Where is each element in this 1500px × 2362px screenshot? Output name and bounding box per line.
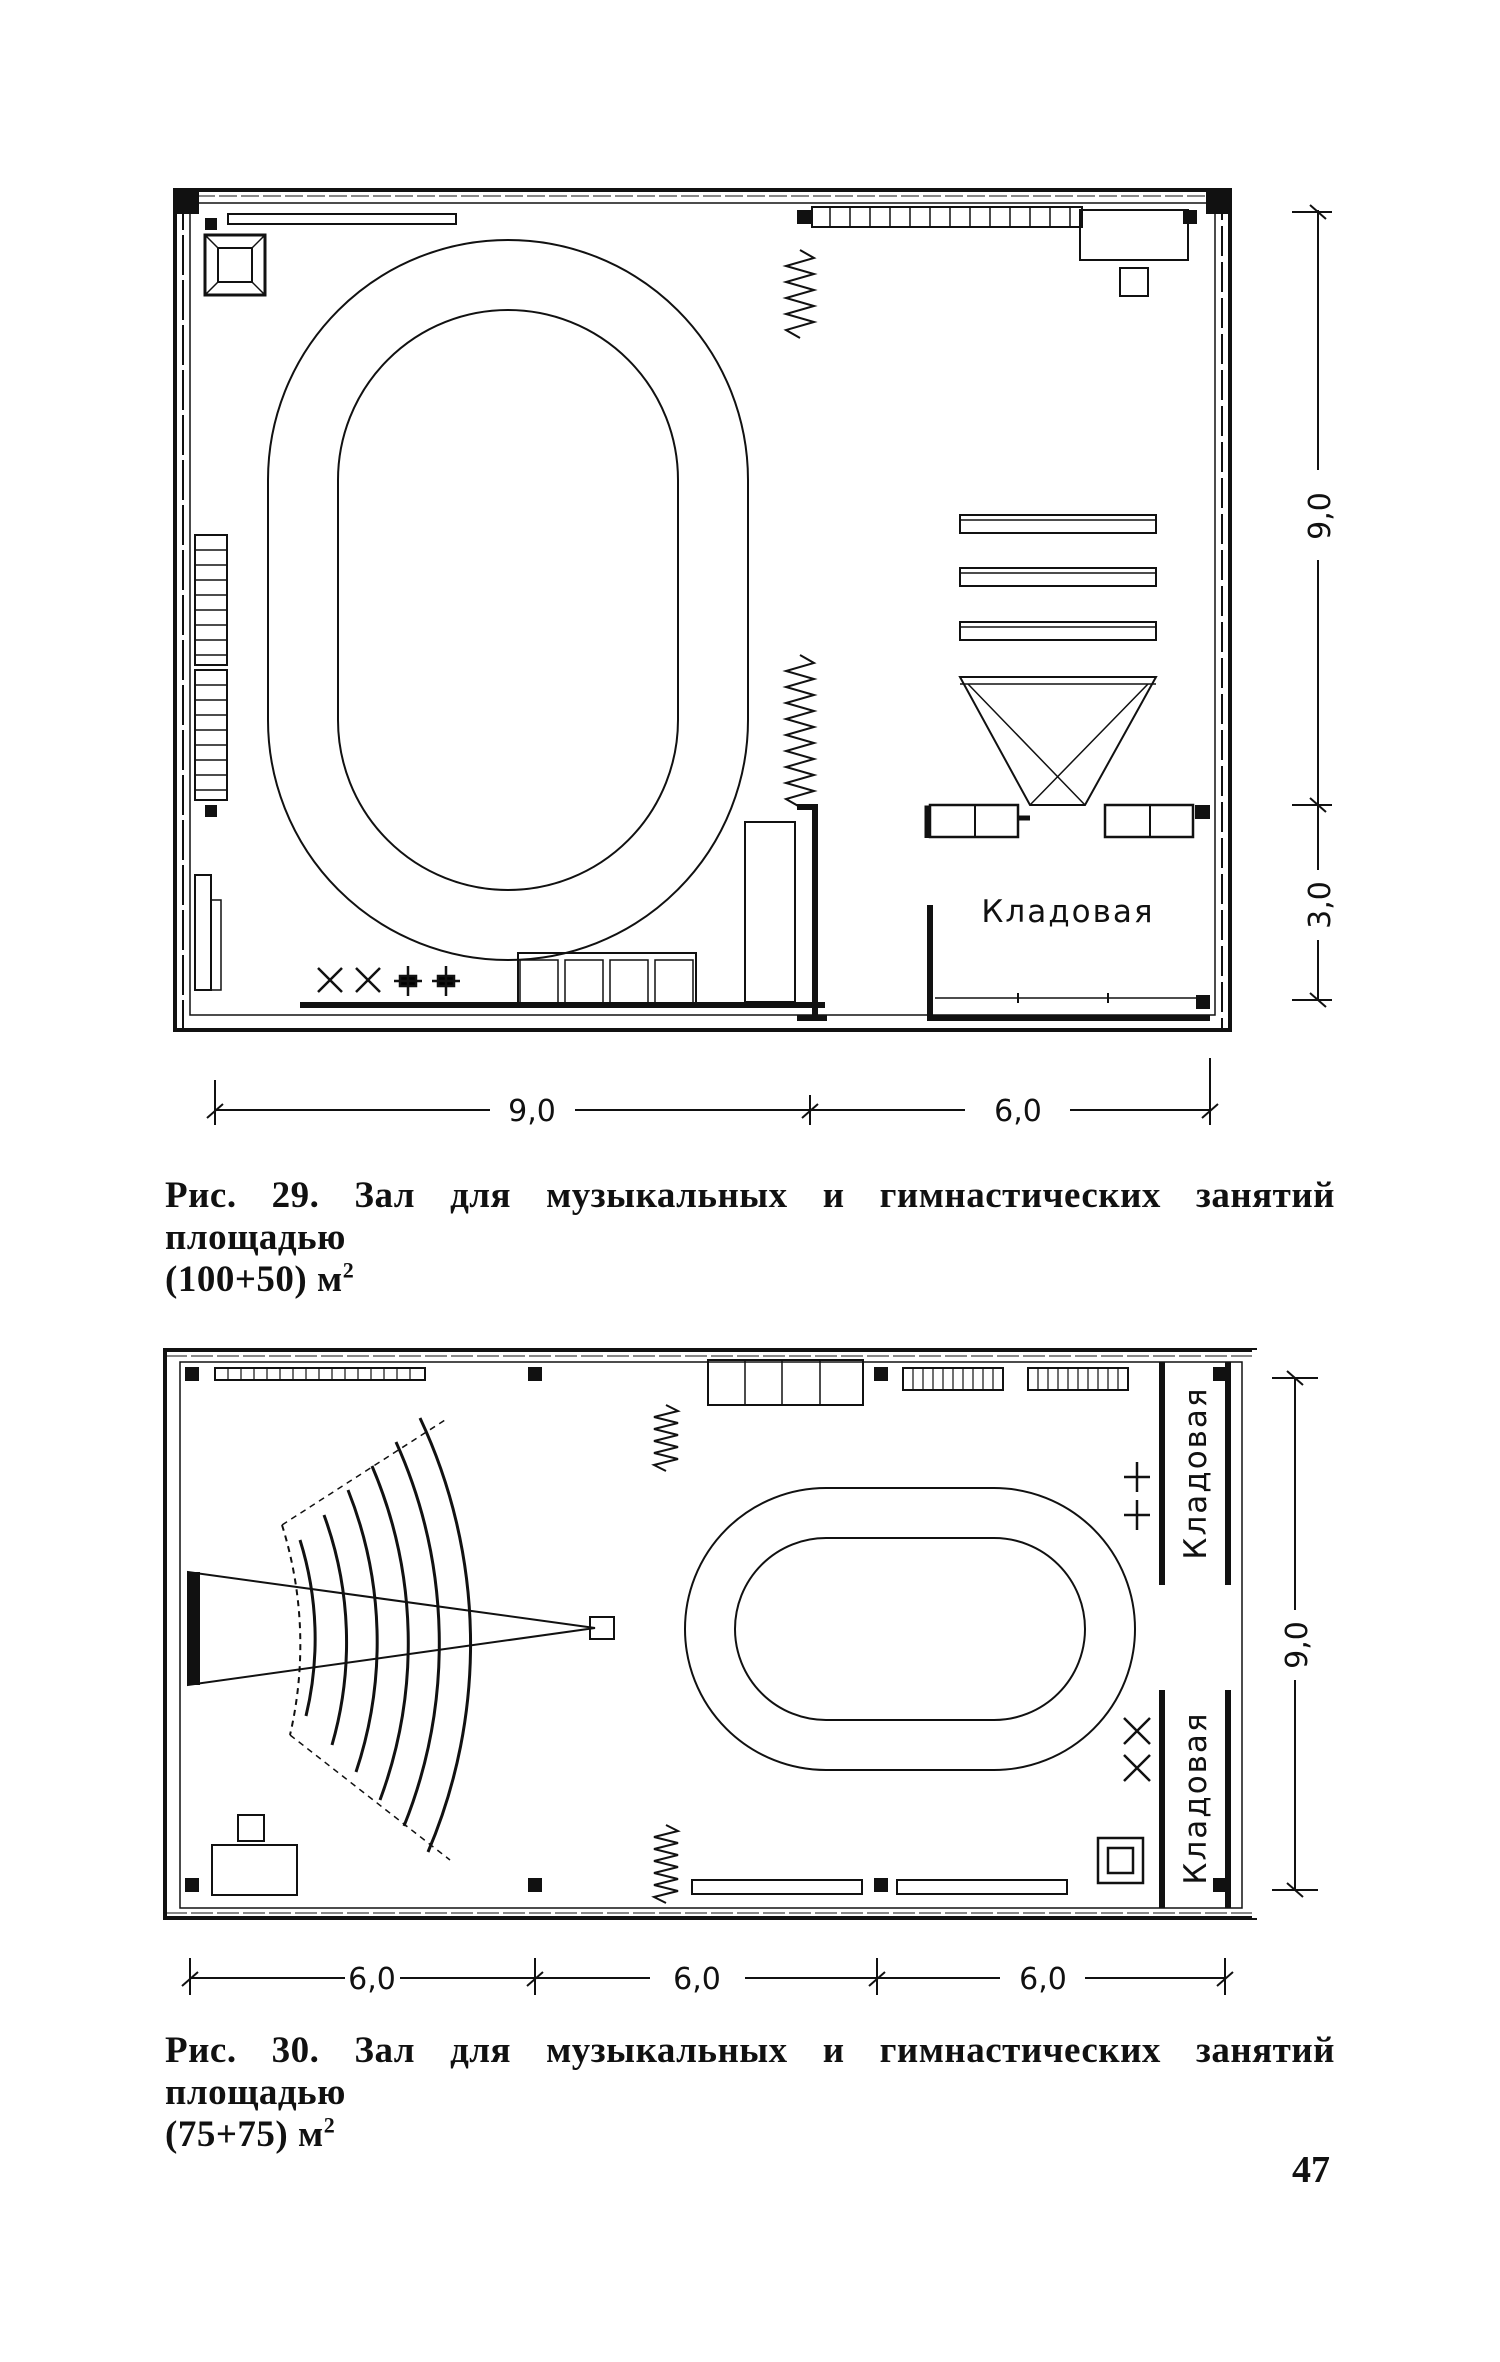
fig29-storage-label: Кладовая: [981, 894, 1154, 930]
fig30-dim-bottom-3: 6,0: [1019, 1962, 1067, 1997]
fig29-outer-walls: [173, 188, 1232, 1032]
fig29-corners: [175, 190, 1230, 1009]
fig30-dimension-bottom: [181, 1958, 1234, 1995]
fig29-doorway: [797, 804, 827, 1021]
fig30-dim-bottom-2: 6,0: [673, 1962, 721, 1997]
fig29-hoops-marks: [317, 966, 460, 996]
fig30-audience-seating: [187, 1417, 615, 1861]
fig29-spring-partition: [782, 249, 818, 808]
fig29-running-track: [267, 239, 749, 961]
fig29-cabinet-bottom: [517, 952, 697, 1004]
fig30-storage-label-bottom: Кладовая: [1178, 1711, 1214, 1884]
fig30-dim-right: 9,0: [1280, 1621, 1315, 1669]
figure-29-floor-plan: Кладовая 9,0 3,0 9,0 6,0: [173, 188, 1338, 1129]
fig29-storage-partition: [924, 803, 1209, 839]
figure-29-caption-sup: 2: [342, 1257, 355, 1283]
fig30-pillars: [185, 1367, 1227, 1892]
fig29-storage-room: [927, 905, 1210, 1021]
figure-29-caption-line1: Рис. 29. Зал для музыкальных и гимнастич…: [165, 1175, 1335, 1258]
fig30-storage-label-top: Кладовая: [1178, 1386, 1214, 1559]
fig29-dim-right-bottom: 3,0: [1303, 881, 1338, 929]
fig29-bench-top: [227, 213, 457, 225]
fig29-wardrobe: [744, 821, 796, 1003]
fig30-spring-partition: [651, 1404, 681, 1904]
figure-29-caption: Рис. 29. Зал для музыкальных и гимнастич…: [165, 1175, 1335, 1301]
fig30-storage-rooms: [1159, 1362, 1231, 1908]
fig29-stage-trapezoid: [958, 676, 1158, 806]
fig29-dim-bottom-right: 6,0: [994, 1094, 1042, 1129]
fig29-benches-right: [959, 514, 1157, 641]
fig30-wall-bars-top-left: [214, 1367, 426, 1381]
fig30-outer-walls: [163, 1348, 1258, 1920]
fig30-hoops-marks: [1123, 1462, 1151, 1782]
figure-30-caption: Рис. 30. Зал для музыкальных и гимнастич…: [165, 2030, 1335, 2156]
fig29-dimension-bottom: [206, 1058, 1219, 1125]
fig29-wall-ladders-left: [194, 534, 228, 991]
fig30-piano: [211, 1814, 298, 1896]
fig29-piano: [1079, 209, 1189, 297]
fig29-wall-bars-top: [811, 206, 1083, 228]
fig30-dim-bottom-1: 6,0: [348, 1962, 396, 1997]
fig30-running-track: [684, 1487, 1136, 1771]
figure-30-caption-sup: 2: [323, 2112, 336, 2138]
fig29-mat-box: [203, 233, 267, 297]
fig30-benches-bottom: [691, 1879, 1068, 1895]
fig30-cabinet-top: [707, 1359, 864, 1406]
fig30-dimension-right: [1272, 1370, 1318, 1898]
figure-29-caption-line2: (100+50) м: [165, 1259, 343, 1300]
figure-30-caption-line2: (75+75) м: [165, 2114, 324, 2155]
fig29-dim-bottom-left: 9,0: [508, 1094, 556, 1129]
figure-30-caption-line1: Рис. 30. Зал для музыкальных и гимнастич…: [165, 2030, 1335, 2113]
page-number: 47: [1292, 2149, 1330, 2191]
fig29-dimension-right: [1292, 204, 1332, 1008]
fig30-mat-box: [1096, 1836, 1145, 1885]
fig30-wall-bars-top-right: [902, 1367, 1129, 1391]
fig29-dim-right-top: 9,0: [1303, 492, 1338, 540]
